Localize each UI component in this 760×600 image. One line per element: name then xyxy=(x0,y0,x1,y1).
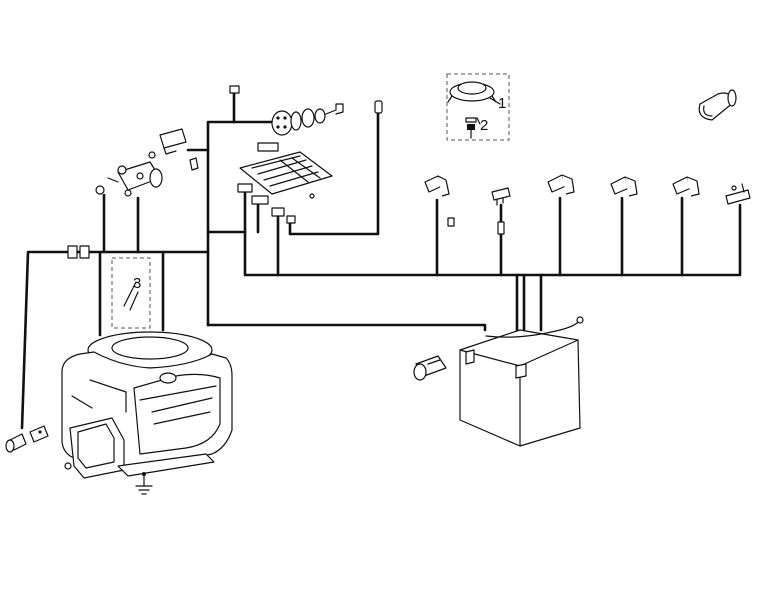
key-switch xyxy=(271,103,344,136)
lamp-bulb xyxy=(5,425,49,453)
circuit-board xyxy=(239,142,333,199)
connector-2 xyxy=(491,187,511,251)
connector-relays xyxy=(424,174,751,251)
callout-2: 2 xyxy=(480,117,488,134)
fuse-holder-group: 1 2 xyxy=(446,73,510,141)
connector-3 xyxy=(547,174,575,195)
seat-switch xyxy=(725,183,751,205)
item-3-group: 3 xyxy=(111,257,151,329)
inline-plug xyxy=(67,245,90,259)
terminal-boot xyxy=(698,89,737,121)
callout-1: 1 xyxy=(498,95,506,112)
callout-3: 3 xyxy=(133,275,141,292)
toggle-switch xyxy=(148,128,199,171)
connector-4 xyxy=(610,176,638,197)
connector-1 xyxy=(424,175,455,227)
battery xyxy=(459,316,584,447)
battery-cap xyxy=(413,355,447,381)
harness-tags xyxy=(229,85,383,224)
solenoid xyxy=(95,161,163,197)
engine xyxy=(61,331,233,479)
wiring-harness xyxy=(20,90,742,430)
ground-symbol xyxy=(135,473,153,495)
connector-5 xyxy=(672,176,700,197)
